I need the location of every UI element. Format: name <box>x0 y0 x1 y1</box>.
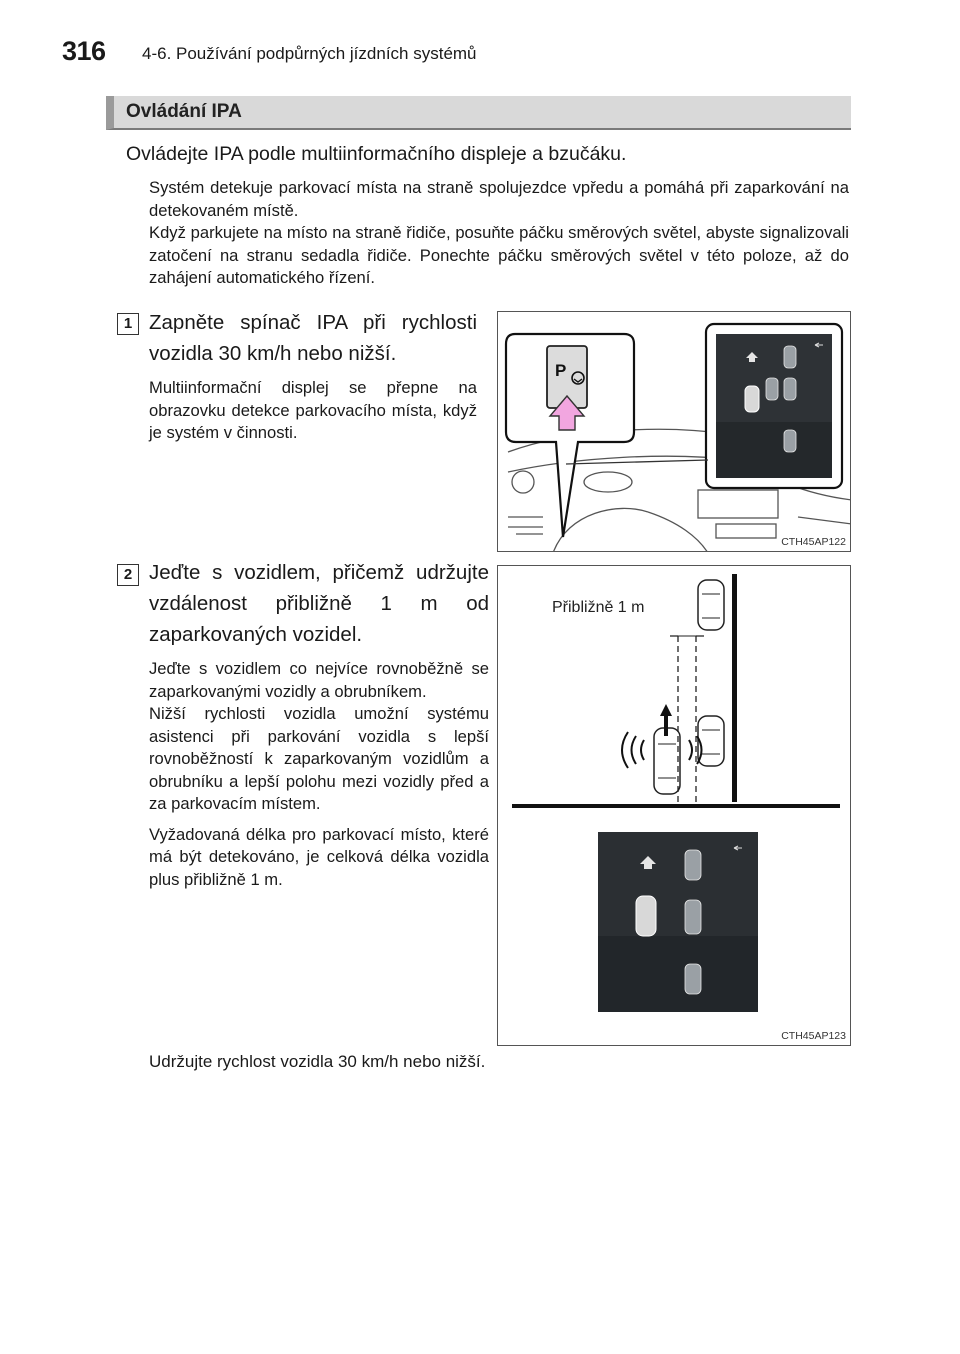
up-arrow-icon <box>660 704 672 716</box>
dashboard-illustration: P <box>504 322 850 551</box>
intro-text: Systém detekuje parkovací místa na stran… <box>149 177 849 290</box>
up-arrow-icon <box>746 352 758 362</box>
step-note: Nižší rychlosti vozidla umožní systému a… <box>149 704 489 813</box>
distance-label: Přibližně 1 m <box>552 599 644 616</box>
section-header: Ovládání IPA <box>106 96 851 130</box>
up-arrow-icon <box>548 394 586 431</box>
parking-diagram: Přibližně 1 m <box>512 574 840 1012</box>
step-note: Jeďte s vozidlem co nejvíce rovnoběžně s… <box>149 659 489 701</box>
step-note-group: Jeďte s vozidlem co nejvíce rovnoběžně s… <box>149 658 489 891</box>
step-closing: Udržujte rychlost vozidla 30 km/h nebo n… <box>149 1052 486 1071</box>
step-note: Vyžadovaná délka pro parkovací místo, kt… <box>149 824 489 889</box>
step-number: 2 <box>117 564 139 586</box>
figure-ipa-switch: P CTH45AP122 <box>497 311 851 552</box>
figure-code: CTH45AP123 <box>781 1030 846 1042</box>
up-arrow-icon <box>640 856 656 869</box>
sound-wave-icon <box>621 731 703 769</box>
figure-code: CTH45AP122 <box>781 536 846 548</box>
back-arrow-icon <box>814 342 823 348</box>
back-arrow-icon <box>733 845 742 851</box>
intro-paragraph: Systém detekuje parkovací místa na stran… <box>149 178 849 220</box>
intro-paragraph: Když parkujete na místo na straně řidiče… <box>149 223 849 287</box>
section-lead: Ovládejte IPA podle multiinformačního di… <box>126 143 627 165</box>
step-number: 1 <box>117 313 139 335</box>
ipa-button-label: P <box>555 361 566 380</box>
section-title: Ovládání IPA <box>126 101 242 122</box>
step-title: Jeďte s vozidlem, přičemž udržujte vzdál… <box>149 561 489 646</box>
figure-parking-distance: Přibližně 1 m CTH45AP123 <box>497 565 851 1046</box>
page-number: 316 <box>62 36 106 66</box>
vehicle-icon <box>635 895 657 937</box>
step-note: Multiinformační displej se přepne na obr… <box>149 378 477 442</box>
vehicle-icon <box>744 385 760 413</box>
step-title: Zapněte spínač IPA při rychlosti vozidla… <box>149 311 477 365</box>
chapter-title: 4-6. Používání podpůrných jízdních systé… <box>142 44 477 63</box>
vehicle-icon <box>653 727 681 795</box>
